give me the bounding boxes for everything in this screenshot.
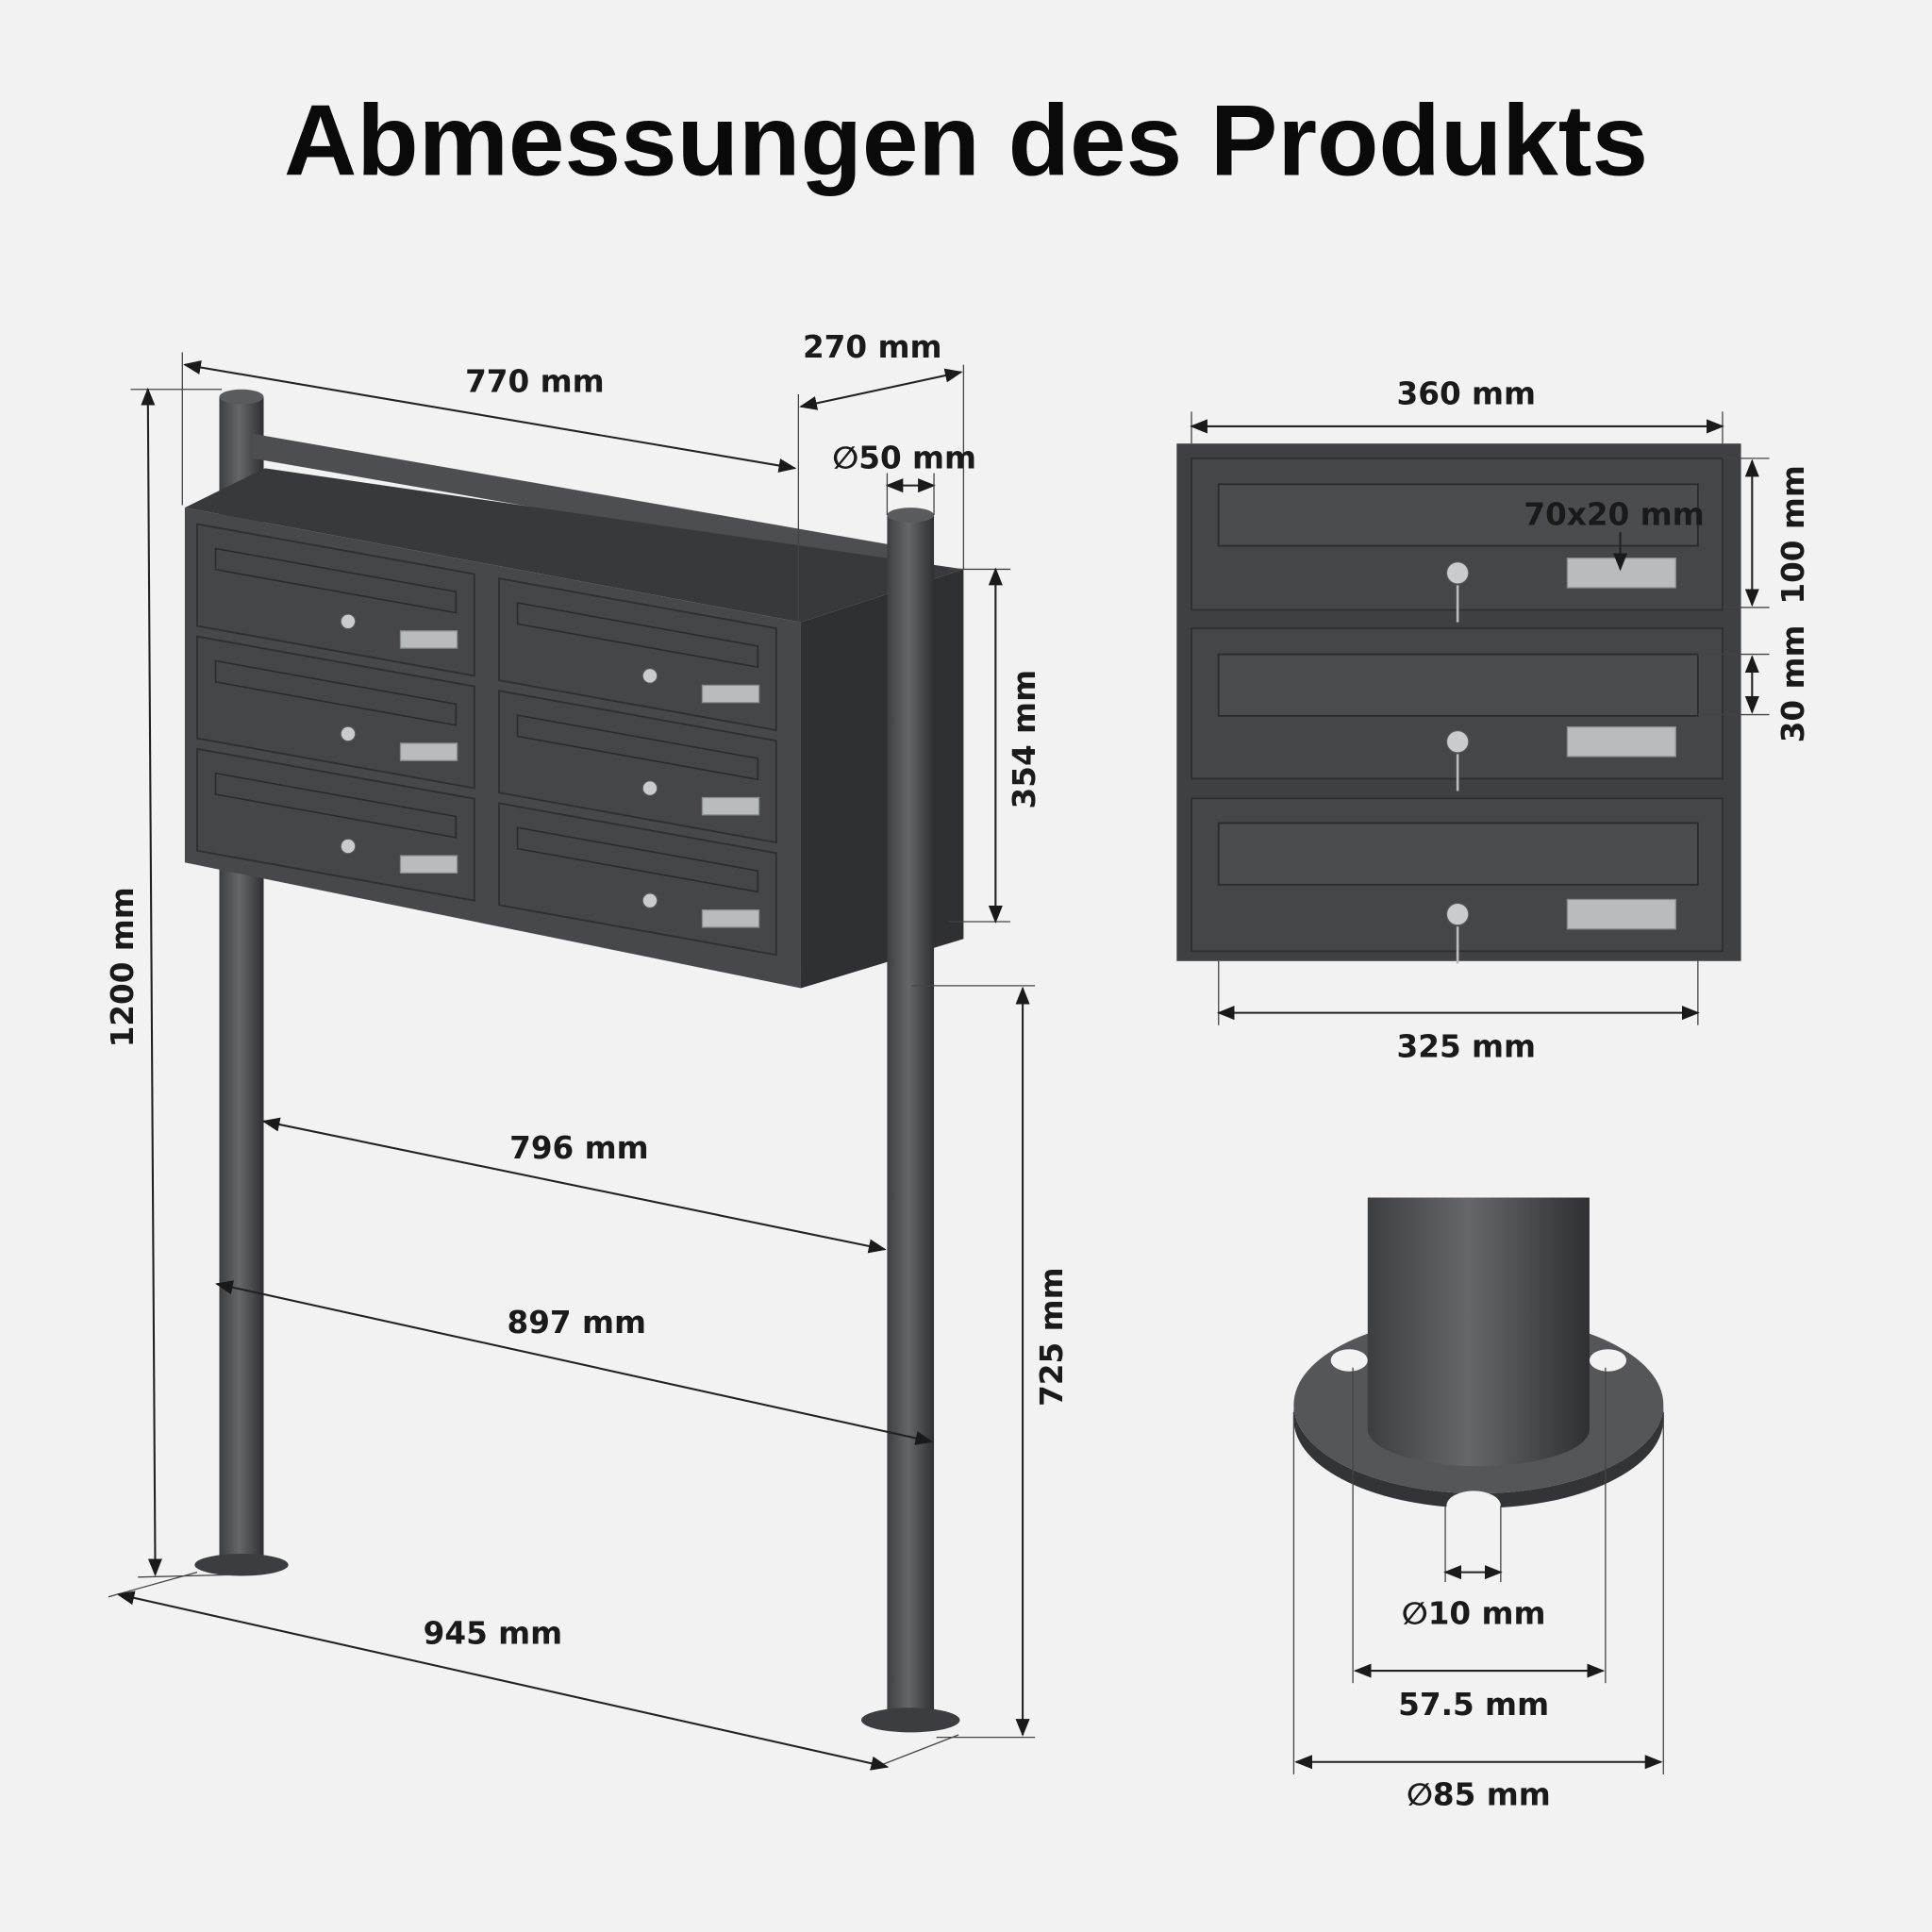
lock-icon — [1445, 560, 1470, 585]
post-diameter-label: ∅50 mm — [832, 440, 976, 475]
name-plate — [1566, 898, 1676, 930]
name-plate — [701, 908, 760, 928]
box-depth-label: 270 mm — [803, 329, 942, 365]
box-width-label: 770 mm — [465, 363, 605, 399]
slot-height-label: 30 mm — [1775, 625, 1811, 742]
name-plate — [1566, 725, 1676, 758]
page-title: Abmessungen des Produkts — [284, 83, 1648, 196]
hole-distance-label: 57.5 mm — [1398, 1687, 1549, 1723]
name-plate — [701, 684, 760, 704]
name-plate — [399, 742, 458, 761]
total-height-label: 1200 mm — [105, 887, 141, 1047]
mailbox-front-illustration — [1176, 443, 1741, 964]
lock-icon — [340, 725, 357, 742]
inner-post-distance-label: 796 mm — [509, 1130, 649, 1166]
hole-diameter-label: ∅10 mm — [1402, 1595, 1546, 1631]
flange-diameter-label: ∅85 mm — [1407, 1776, 1551, 1812]
dimension-lines-left — [108, 352, 1036, 1771]
dimension-lines-front — [1190, 411, 1770, 1025]
door-width-label: 360 mm — [1397, 375, 1537, 411]
lock-icon — [1445, 902, 1470, 926]
name-plate — [399, 855, 458, 874]
lock-icon — [641, 892, 658, 909]
ground-clearance-label: 725 mm — [1034, 1267, 1070, 1407]
letter-slot — [214, 659, 458, 726]
lock-icon — [1445, 729, 1470, 754]
box-height-label: 354 mm — [1007, 670, 1042, 809]
lock-icon — [340, 613, 357, 630]
letter-slot — [516, 602, 759, 669]
name-plate — [399, 630, 458, 649]
lock-icon — [641, 780, 658, 797]
letter-slot — [516, 826, 759, 893]
lock-icon — [641, 667, 658, 684]
letter-slot — [1217, 483, 1699, 547]
dimension-lines-flange — [1292, 1367, 1664, 1774]
door-height-label: 100 mm — [1775, 465, 1811, 605]
letter-slot — [1217, 653, 1699, 717]
letter-slot — [214, 547, 458, 614]
total-width-label: 945 mm — [424, 1615, 563, 1651]
name-plate-label: 70x20 mm — [1524, 496, 1704, 532]
name-plate — [1566, 558, 1676, 589]
letter-slot — [214, 772, 458, 839]
post-axis-distance-label: 897 mm — [507, 1305, 646, 1341]
name-plate — [701, 796, 760, 816]
letter-slot — [516, 714, 759, 781]
mailbox-stand-illustration — [184, 389, 964, 1733]
foot-flange-illustration — [1293, 1197, 1664, 1521]
letter-slot — [1217, 822, 1699, 886]
slot-width-label: 325 mm — [1397, 1029, 1537, 1065]
lock-icon — [340, 838, 357, 855]
